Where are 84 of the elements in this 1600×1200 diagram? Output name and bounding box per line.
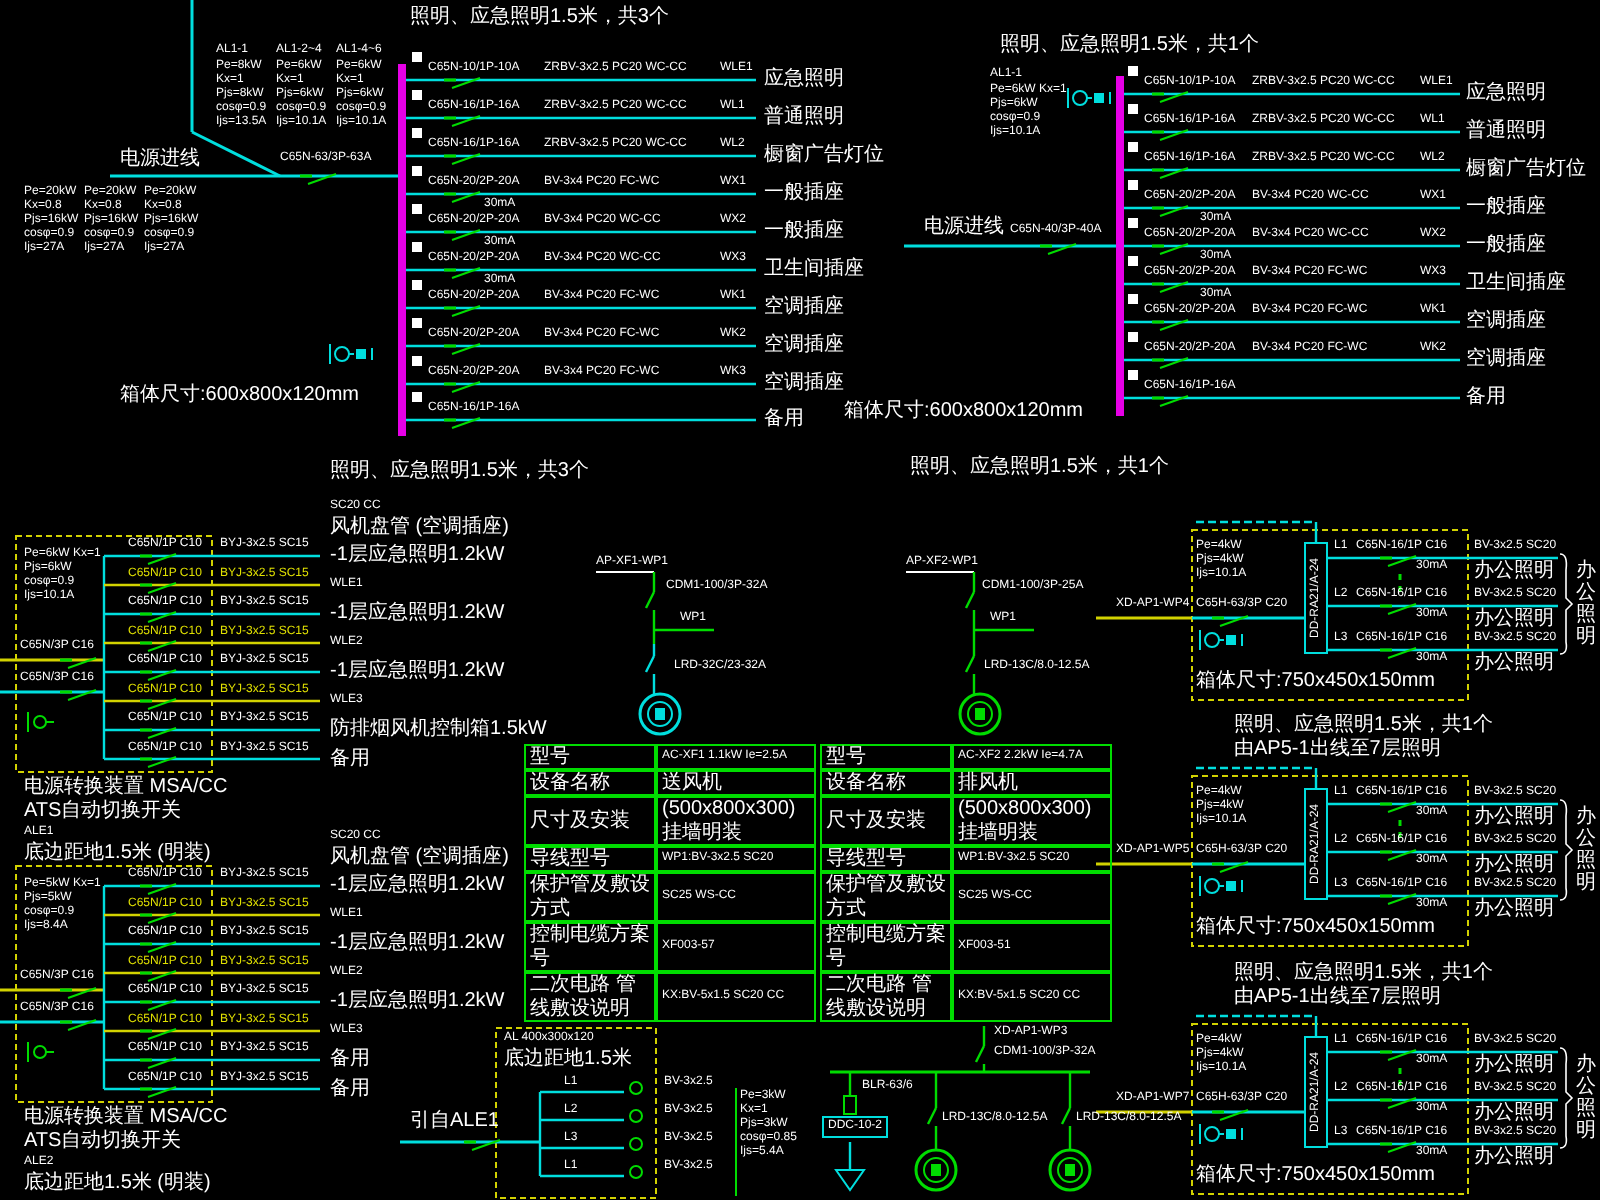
load-name: 办公照明 xyxy=(1474,898,1554,922)
enclosure-size: 箱体尺寸:750x450x150mm xyxy=(1196,1164,1435,1188)
load-name: 办公照明 xyxy=(1474,1054,1554,1078)
panel-note: 底边距地1.5米 (明装) xyxy=(24,1172,211,1196)
table-cell: 控制电缆方案号 xyxy=(524,922,656,972)
load-group-name: 办公照明 xyxy=(1576,806,1596,894)
table-cell: (500x800x300) 挂墙明装 xyxy=(656,796,816,846)
load-name: 应急照明 xyxy=(1466,82,1546,106)
table-cell: (500x800x300) 挂墙明装 xyxy=(952,796,1112,846)
load-name: 一般插座 xyxy=(1466,196,1546,220)
table-cell: 型号 xyxy=(820,744,952,770)
table-cell: 尺寸及安装 xyxy=(524,796,656,846)
load-group-name: 办公照明 xyxy=(1576,1054,1596,1142)
load-name: 办公照明 xyxy=(1474,560,1554,584)
load-name: 备用 xyxy=(330,1048,370,1072)
enclosure-size: 箱体尺寸:600x800x120mm xyxy=(844,400,1083,424)
panel-note: 电源转换装置 MSA/CC xyxy=(24,776,228,799)
load-name: 空调插座 xyxy=(1466,310,1546,334)
load-name: 橱窗广告灯位 xyxy=(764,144,884,168)
load-name: -1层应急照明1.2kW xyxy=(330,660,505,684)
load-name: 普通照明 xyxy=(764,106,844,130)
table-cell: 尺寸及安装 xyxy=(820,796,952,846)
load-name: 一般插座 xyxy=(1466,234,1546,258)
mounting-note: 底边距地1.5米 xyxy=(504,1048,632,1072)
enclosure-size: 箱体尺寸:750x450x150mm xyxy=(1196,670,1435,694)
table-cell: 导线型号 xyxy=(524,846,656,872)
load-name: 一般插座 xyxy=(764,182,844,206)
load-name: 应急照明 xyxy=(764,68,844,92)
table-cell: 保护管及敷设方式 xyxy=(820,872,952,922)
load-name: 一般插座 xyxy=(764,220,844,244)
panel-note: 由AP5-1出线至7层照明 xyxy=(1234,986,1441,1010)
load-name: 风机盘管 (空调插座) xyxy=(330,516,509,540)
table-cell: 设备名称 xyxy=(524,770,656,796)
table-cell: 导线型号 xyxy=(820,846,952,872)
load-name: 办公照明 xyxy=(1474,806,1554,830)
load-name: 办公照明 xyxy=(1474,1146,1554,1170)
load-name: 防排烟风机控制箱1.5kW xyxy=(330,718,547,742)
feeder-label: 电源进线 xyxy=(924,216,1004,240)
table-cell: 排风机 xyxy=(952,770,1112,796)
load-name: 空调插座 xyxy=(764,334,844,358)
load-name: 备用 xyxy=(764,408,804,432)
enclosure-size: 箱体尺寸:600x800x120mm xyxy=(120,384,359,408)
load-name: 备用 xyxy=(1466,386,1506,410)
panel-note: 照明、应急照明1.5米，共1个 xyxy=(1234,962,1493,985)
enclosure-size: 箱体尺寸:750x450x150mm xyxy=(1196,916,1435,940)
load-name: 橱窗广告灯位 xyxy=(1466,158,1586,182)
drawing-note: 照明、应急照明1.5米，共1个 xyxy=(910,456,1169,480)
panel-note: ATS自动切换开关 xyxy=(24,800,182,824)
load-name: -1层应急照明1.2kW xyxy=(330,602,505,626)
panel-note: 电源转换装置 MSA/CC xyxy=(24,1106,228,1129)
load-name: 普通照明 xyxy=(1466,120,1546,144)
load-name: 办公照明 xyxy=(1474,854,1554,877)
drawing-note: 照明、应急照明1.5米，共3个 xyxy=(330,460,589,484)
panel-note: 底边距地1.5米 (明装) xyxy=(24,842,211,866)
table-cell: 保护管及敷设方式 xyxy=(524,872,656,922)
load-name: 空调插座 xyxy=(1466,348,1546,372)
load-name: -1层应急照明1.2kW xyxy=(330,874,505,898)
load-name: 办公照明 xyxy=(1474,1102,1554,1125)
load-name: 办公照明 xyxy=(1474,608,1554,631)
table-cell: 二次电路 管线敷设说明 xyxy=(524,972,656,1022)
load-name: 风机盘管 (空调插座) xyxy=(330,846,509,870)
table-cell: 二次电路 管线敷设说明 xyxy=(820,972,952,1022)
load-group-name: 办公照明 xyxy=(1576,560,1596,648)
load-name: -1层应急照明1.2kW xyxy=(330,544,505,568)
load-name: 空调插座 xyxy=(764,296,844,320)
load-name: 卫生间插座 xyxy=(1466,272,1566,296)
load-name: 办公照明 xyxy=(1474,652,1554,676)
table-cell: 控制电缆方案号 xyxy=(820,922,952,972)
load-name: 备用 xyxy=(330,1077,370,1101)
table-cell: 送风机 xyxy=(656,770,816,796)
load-name: 空调插座 xyxy=(764,372,844,396)
load-name: -1层应急照明1.2kW xyxy=(330,990,505,1014)
panel-note: 照明、应急照明1.5米，共1个 xyxy=(1234,714,1493,737)
drawing-note: 照明、应急照明1.5米，共3个 xyxy=(410,6,669,30)
table-cell: 设备名称 xyxy=(820,770,952,796)
load-name: 备用 xyxy=(330,747,370,771)
feeder-label: 电源进线 xyxy=(120,148,200,172)
panel-note: 由AP5-1出线至7层照明 xyxy=(1234,738,1441,762)
feeder-label: 引自ALE1 xyxy=(410,1110,499,1134)
load-name: -1层应急照明1.2kW xyxy=(330,932,505,956)
load-name: 卫生间插座 xyxy=(764,258,864,282)
table-cell: 型号 xyxy=(524,744,656,770)
drawing-note: 照明、应急照明1.5米，共1个 xyxy=(1000,34,1259,58)
panel-note: ATS自动切换开关 xyxy=(24,1130,182,1154)
